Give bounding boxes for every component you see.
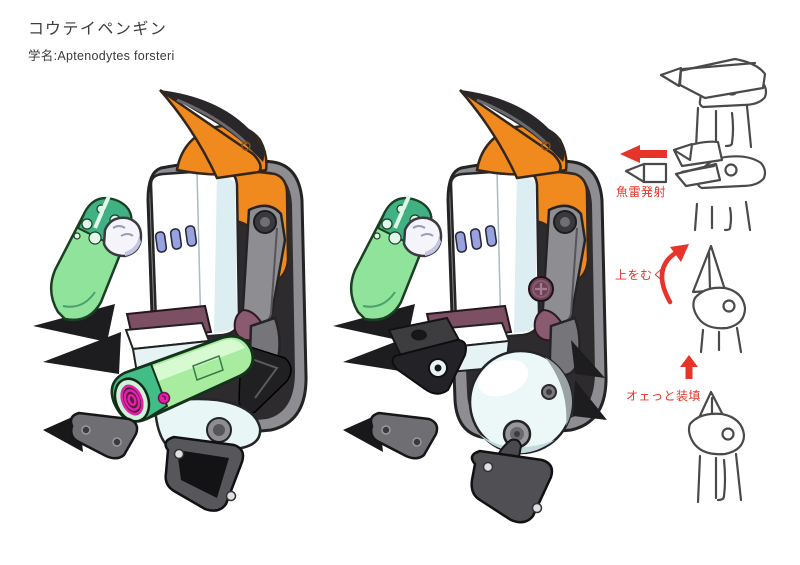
annotation-look-up: 上をむく <box>615 268 666 282</box>
body-screw <box>528 276 554 302</box>
action-sketch-column <box>620 57 768 504</box>
sketch-torpedo-launch <box>620 140 767 232</box>
left-foot <box>341 411 439 460</box>
penguin-view-stowed <box>331 88 609 524</box>
penguin-view-torpedo-deployed <box>31 88 309 512</box>
arrow-left <box>620 145 667 163</box>
sketch-look-up <box>659 244 747 354</box>
web-foot <box>470 449 554 524</box>
wing-mount <box>387 316 467 395</box>
arrow-up <box>680 355 698 379</box>
left-foot <box>41 411 139 460</box>
annotation-reload: オェっと装填 <box>626 389 702 403</box>
page-title: コウテイペンギン <box>28 21 168 38</box>
arrow-curved <box>659 249 680 305</box>
belly-sphere <box>468 349 574 455</box>
web-foot <box>164 435 245 512</box>
scientific-name: 学名:Aptenodytes forsteri <box>28 49 175 63</box>
torpedo-cannon <box>110 334 255 423</box>
muzzle-rings <box>120 384 144 416</box>
rear-fins <box>571 340 607 420</box>
torpedo-sketch <box>624 162 646 184</box>
sketch-reload <box>680 355 746 504</box>
annotation-torpedo-launch: 魚雷発射 <box>616 185 667 199</box>
sketch-beak-closed <box>659 57 768 149</box>
